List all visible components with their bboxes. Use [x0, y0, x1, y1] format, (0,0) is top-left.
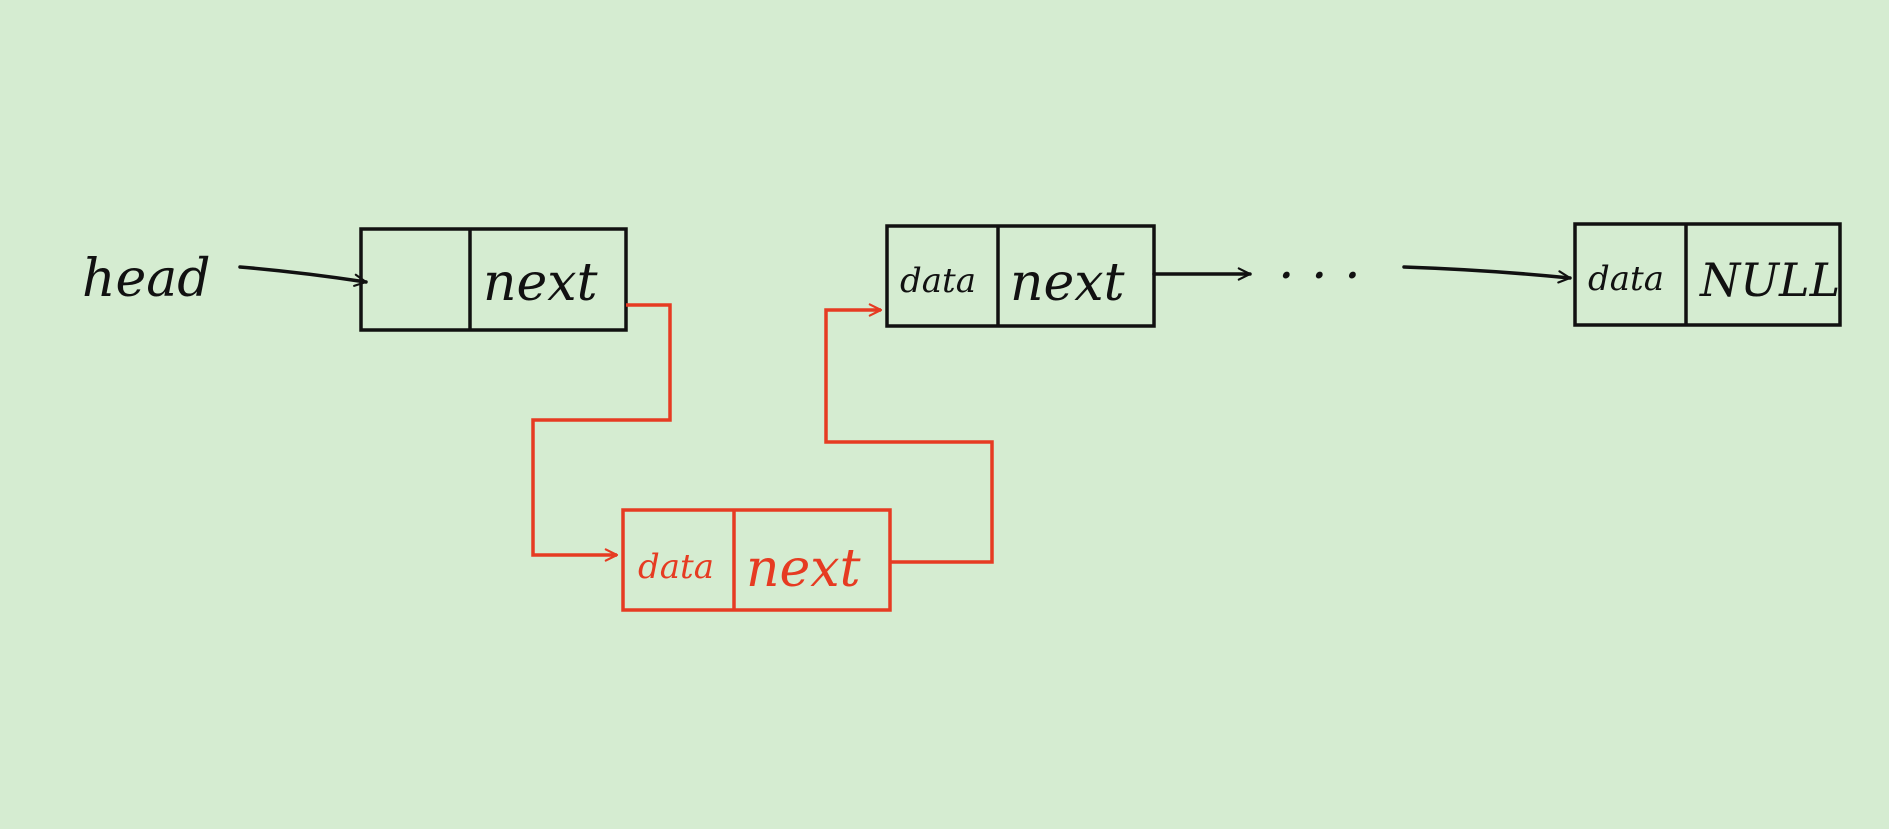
node-1-inserted: data next: [621, 508, 892, 612]
node-3-data-label: data: [1588, 259, 1664, 299]
node-2: data next: [885, 224, 1156, 328]
node-0: next: [359, 227, 628, 332]
node-2-box: [885, 224, 1156, 328]
node-1-box: [621, 508, 892, 612]
node-3-next-label: NULL: [1699, 253, 1840, 307]
node-0-next-label: next: [483, 253, 598, 313]
pointer-ellipsis-to-tail: [1402, 265, 1572, 284]
node-2-data-label: data: [900, 261, 976, 301]
node-2-next-label: next: [1010, 253, 1125, 313]
pointer-node0-to-node1: [531, 303, 672, 562]
node-1-next-label: next: [746, 539, 861, 599]
pointer-node1-to-node2: [824, 303, 994, 564]
head-pointer-arrow: [238, 265, 368, 287]
node-3-tail: data NULL: [1573, 222, 1842, 327]
node-1-data-label: data: [638, 547, 714, 587]
node-3-box: [1573, 222, 1842, 327]
ellipsis-label: . . .: [1278, 231, 1361, 291]
node-0-box: [359, 227, 628, 332]
head-label: head: [82, 249, 211, 309]
